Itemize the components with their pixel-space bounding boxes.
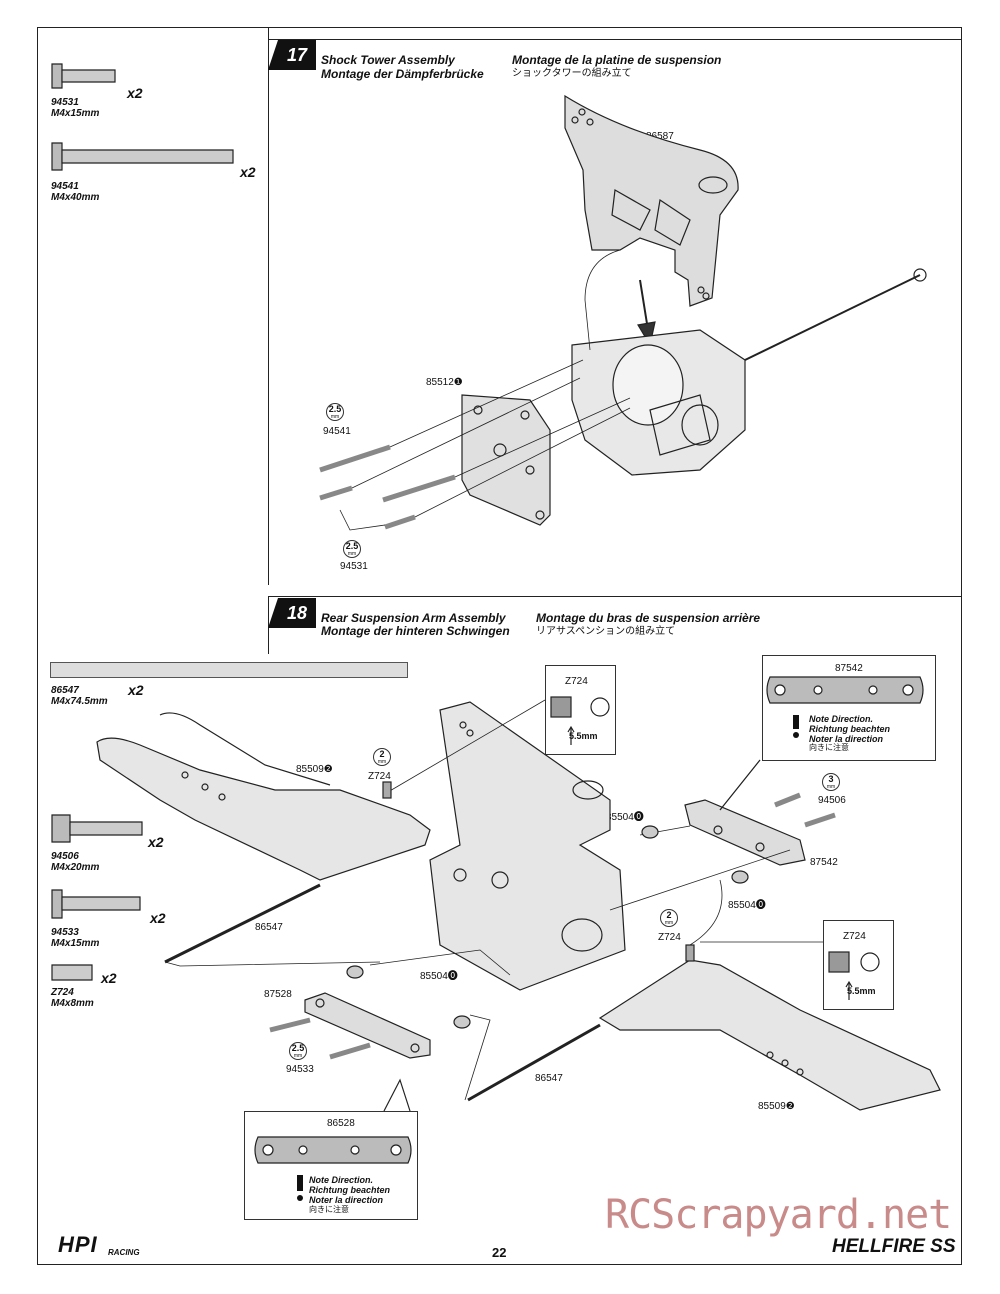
label-86547-left: 86547 [255, 922, 283, 933]
label-z724-b: Z724 [658, 932, 681, 943]
step17-title-de: Montage der Dämpferbrücke [321, 67, 484, 81]
label-94541: 94541 [323, 426, 351, 437]
callout-86528-code: 86528 [327, 1118, 355, 1129]
screw-94531-icon [51, 63, 116, 89]
callout-86528-note-jp: 向きに注意 [309, 1205, 349, 1214]
step17-top-rule [268, 39, 962, 40]
step17-number: 17 [268, 40, 316, 70]
step18-title-en: Rear Suspension Arm Assembly [321, 611, 506, 625]
part-94531-qty: x2 [127, 85, 143, 101]
rear-brace-icon [684, 799, 806, 866]
label-87542: 87542 [810, 857, 838, 868]
label-85504-a: 85504⓿ [606, 812, 644, 823]
step18-number: 18 [268, 598, 316, 628]
step17-divider [268, 27, 269, 585]
suspension-arm-left-icon [96, 712, 431, 881]
label-z724-a: Z724 [368, 771, 391, 782]
callout-z724-measure: 5.5mm [569, 731, 598, 741]
watermark: RCScrapyard.net [605, 1192, 952, 1238]
callout-87542-code: 87542 [835, 663, 863, 674]
screw-94533-icon [51, 889, 141, 919]
hpi-racing-logo: RACING [108, 1248, 140, 1257]
screw-z724-icon [51, 964, 93, 981]
label-94506: 94506 [818, 795, 846, 806]
label-86547-right: 86547 [535, 1073, 563, 1084]
bulkhead-plate-icon [461, 394, 551, 526]
page-number: 22 [492, 1245, 507, 1260]
part-94533-qty: x2 [150, 910, 166, 926]
label-86587: 86587 [646, 131, 674, 142]
screw-94541-icon [51, 142, 234, 171]
step18-title-de: Montage der hinteren Schwingen [321, 624, 510, 638]
step18-title-fr: Montage du bras de suspension arrière [536, 611, 761, 625]
front-brace-icon [304, 992, 431, 1059]
step18-title-jp: リアサスペンションの組み立て [536, 626, 676, 637]
hpi-logo: HPI [58, 1232, 98, 1257]
label-85509-left: 85509❷ [296, 764, 333, 775]
suspension-arm-right-icon [598, 959, 941, 1111]
label-94533: 94533 [286, 1064, 314, 1075]
part-94541-qty: x2 [240, 164, 256, 180]
gearbox-icon [571, 329, 746, 476]
part-86547-qty: x2 [128, 682, 144, 698]
step17-title-fr: Montage de la platine de suspension [512, 53, 722, 67]
step18-top-rule [268, 596, 962, 597]
label-85509-right: 85509❷ [758, 1101, 795, 1112]
callout-z724-code: Z724 [565, 676, 588, 687]
label-94531: 94531 [340, 561, 368, 572]
shock-tower-icon [564, 94, 739, 307]
label-85512: 85512❶ [426, 377, 463, 388]
part-94506-qty: x2 [148, 834, 164, 850]
hellfire-logo: HELLFIRE SS [832, 1236, 956, 1257]
callout-z724-b-measure: 5.5mm [847, 986, 876, 996]
label-85504-c: 85504⓿ [728, 900, 766, 911]
label-85504-b: 85504⓿ [420, 971, 458, 982]
parts-bar [50, 662, 408, 678]
step17-title-jp: ショックタワーの組み立て [512, 68, 632, 79]
step17-title-en: Shock Tower Assembly [321, 53, 455, 67]
rear-chassis-icon [429, 701, 626, 991]
screw-94506-icon [51, 814, 143, 843]
part-z724-qty: x2 [101, 970, 117, 986]
step17-screws [319, 444, 456, 530]
page-frame [37, 27, 962, 1265]
pin-86547-icon [52, 668, 405, 677]
callout-z724-b-code: Z724 [843, 931, 866, 942]
label-87528: 87528 [264, 989, 292, 1000]
callout-87542-note-jp: 向きに注意 [809, 743, 849, 752]
